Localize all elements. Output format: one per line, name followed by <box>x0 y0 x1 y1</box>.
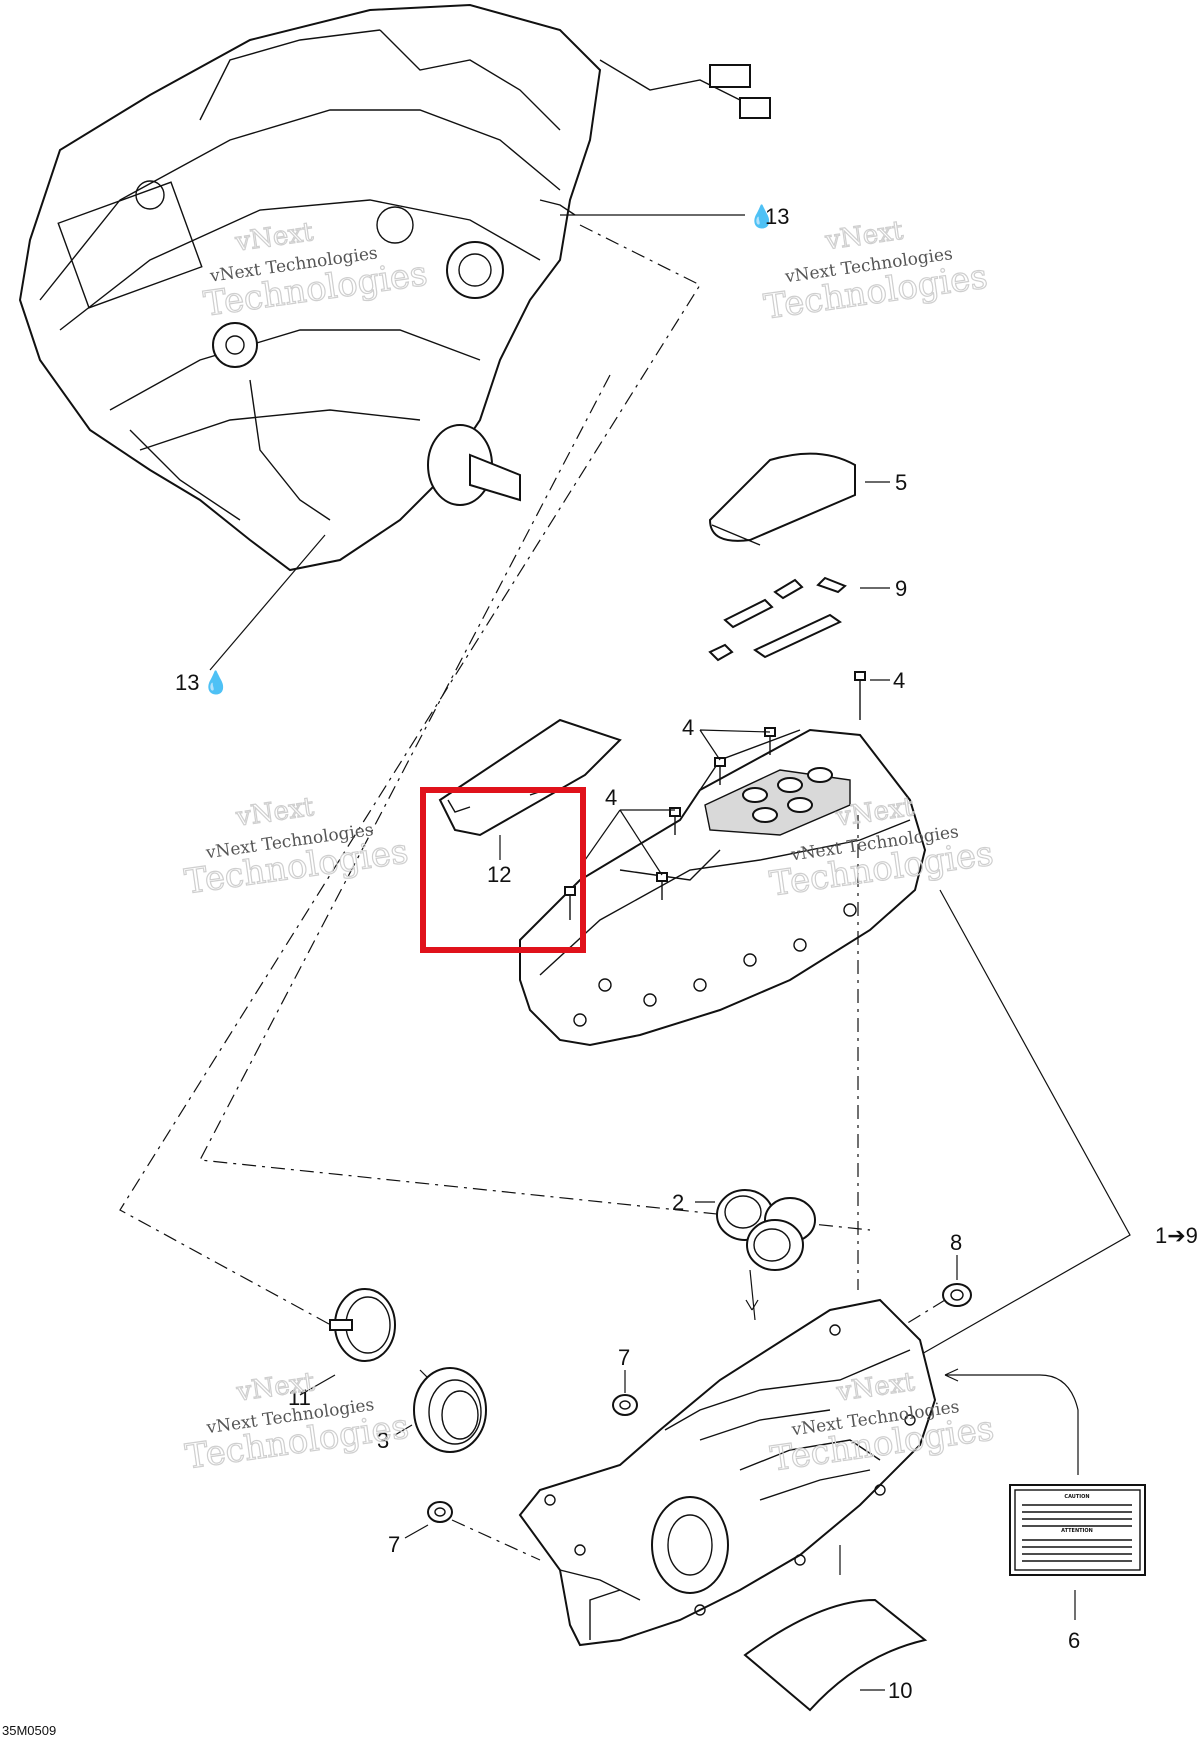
callout-9: 9 <box>895 576 907 601</box>
watermark-left: vNext vNext Technologies Technologies <box>182 791 412 903</box>
engine-assembly <box>18 3 771 572</box>
attention-heading: ATTENTION <box>1061 1528 1093 1534</box>
callout-4-c: 4 <box>605 785 617 810</box>
callout-10: 10 <box>888 1678 912 1703</box>
part-11-clamp <box>299 1288 396 1396</box>
airbox-base <box>518 1298 937 1647</box>
part-2-grommet <box>695 1189 816 1321</box>
part-5-pad <box>708 452 890 546</box>
drawing-code: 35M0509 <box>2 1723 56 1738</box>
droplet-icon: 💧 <box>202 670 229 695</box>
part-6-caution-label: CAUTION ATTENTION <box>944 1368 1146 1620</box>
callout-4-b: 4 <box>682 715 694 740</box>
watermark-bottom-left: vNext vNext Technologies Technologies <box>182 1366 412 1478</box>
caution-heading: CAUTION <box>1064 1494 1089 1500</box>
callout-2: 2 <box>672 1190 684 1215</box>
callout-5: 5 <box>895 470 907 495</box>
watermark-top: vNext vNext Technologies Technologies <box>761 215 991 328</box>
highlight-box-part-12 <box>420 787 586 953</box>
intake-cover <box>519 728 927 1047</box>
callout-13-left: 13 <box>175 670 199 695</box>
part-12-panel <box>438 718 622 860</box>
callouts: 💧 13 13 💧 5 9 4 4 4 12 2 8 1➔9 7 11 3 7 … <box>2 204 1198 1738</box>
callout-8: 8 <box>950 1230 962 1255</box>
part-7-plugs <box>404 1370 638 1561</box>
callout-7-b: 7 <box>388 1532 400 1557</box>
part-9-strips <box>708 576 890 662</box>
callout-7-a: 7 <box>618 1345 630 1370</box>
callout-12: 12 <box>487 862 511 887</box>
callout-4-a: 4 <box>893 668 905 693</box>
svg-text:vNext: vNext <box>823 216 906 257</box>
svg-text:vNext: vNext <box>233 792 316 833</box>
part-10-pad <box>743 1545 928 1712</box>
part-4-screws <box>564 671 890 920</box>
callout-1-9: 1➔9 <box>1155 1223 1198 1248</box>
callout-6: 6 <box>1068 1628 1080 1653</box>
arrow-part-2 <box>745 1299 759 1311</box>
callout-11: 11 <box>288 1385 311 1410</box>
leader-1-9 <box>919 889 1131 1356</box>
callout-3: 3 <box>377 1428 389 1453</box>
droplet-icon: 💧 <box>748 204 775 229</box>
part-3-boot <box>394 1367 487 1453</box>
leader-13-left <box>209 534 326 671</box>
callout-13-top: 13 <box>765 204 789 229</box>
